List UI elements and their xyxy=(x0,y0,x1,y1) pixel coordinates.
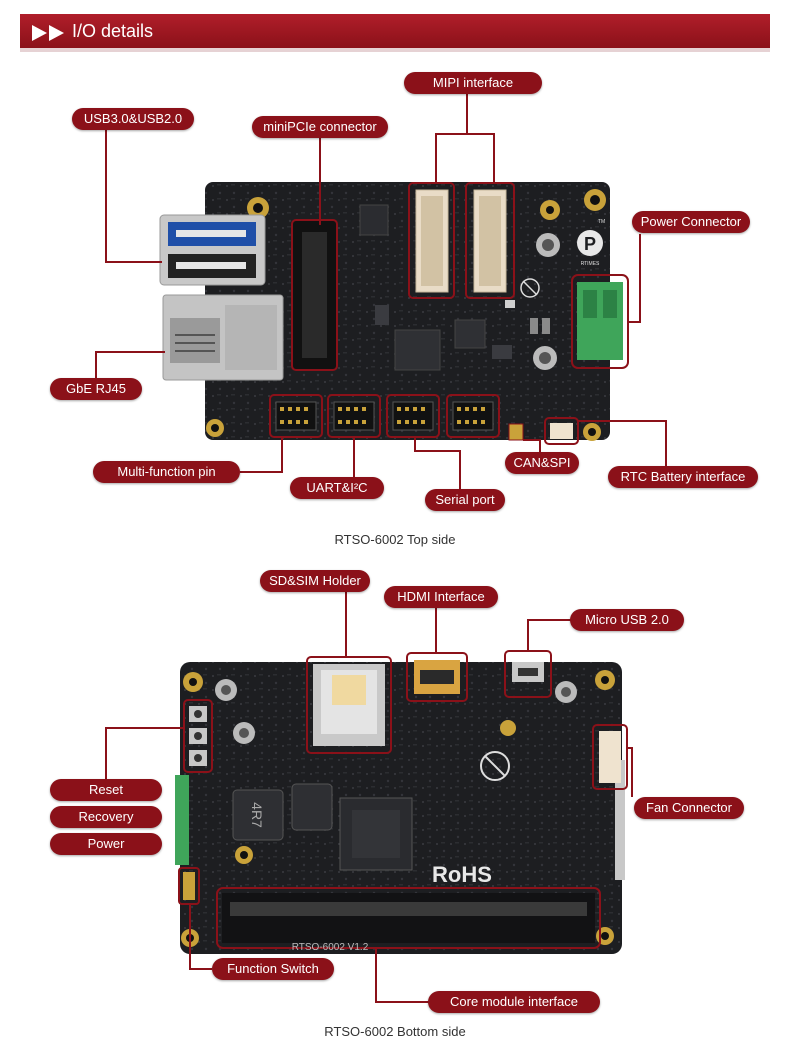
label-core-module: Core module interface xyxy=(428,991,600,1013)
label-serial: Serial port xyxy=(425,489,505,511)
bottom-leader-lines xyxy=(105,592,633,1003)
top-caption: RTSO-6002 Top side xyxy=(334,532,456,547)
label-rtc: RTC Battery interface xyxy=(608,466,758,488)
label-fan: Fan Connector xyxy=(634,797,744,819)
label-uart: UART&I²C xyxy=(290,477,384,499)
label-hdmi: HDMI Interface xyxy=(384,586,498,608)
label-sdsim: SD&SIM Holder xyxy=(260,570,370,592)
label-microusb: Micro USB 2.0 xyxy=(570,609,684,631)
bottom-caption: RTSO-6002 Bottom side xyxy=(324,1024,466,1039)
section-header: I/O details xyxy=(20,14,770,52)
label-mipi: MIPI interface xyxy=(404,72,542,94)
label-reset: Reset xyxy=(50,779,162,801)
label-recovery: Recovery xyxy=(50,806,162,828)
board-brand-text: RTIMES xyxy=(581,261,600,267)
board-silk-label: RTSO-6002 V1.2 xyxy=(292,942,369,953)
label-canspi: CAN&SPI xyxy=(505,452,579,474)
top-board: P RTIMES TM xyxy=(159,182,629,445)
section-title: I/O details xyxy=(72,21,154,41)
double-arrow-icon xyxy=(32,25,64,41)
rohs-label: RoHS xyxy=(432,862,492,887)
svg-text:P: P xyxy=(584,234,596,254)
label-multifunction: Multi-function pin xyxy=(93,461,240,483)
bottom-board: 4R7 RoHS RTSO-6002 V1.2 xyxy=(175,650,628,954)
label-function-switch: Function Switch xyxy=(212,958,334,980)
label-power-connector: Power Connector xyxy=(632,211,750,233)
label-power: Power xyxy=(50,833,162,855)
label-rj45: GbE RJ45 xyxy=(50,378,142,400)
board-tm-text: TM xyxy=(598,219,605,225)
inductor-label: 4R7 xyxy=(249,802,265,828)
label-minipcie: miniPCIe connector xyxy=(252,116,388,138)
label-usb: USB3.0&USB2.0 xyxy=(72,108,194,130)
